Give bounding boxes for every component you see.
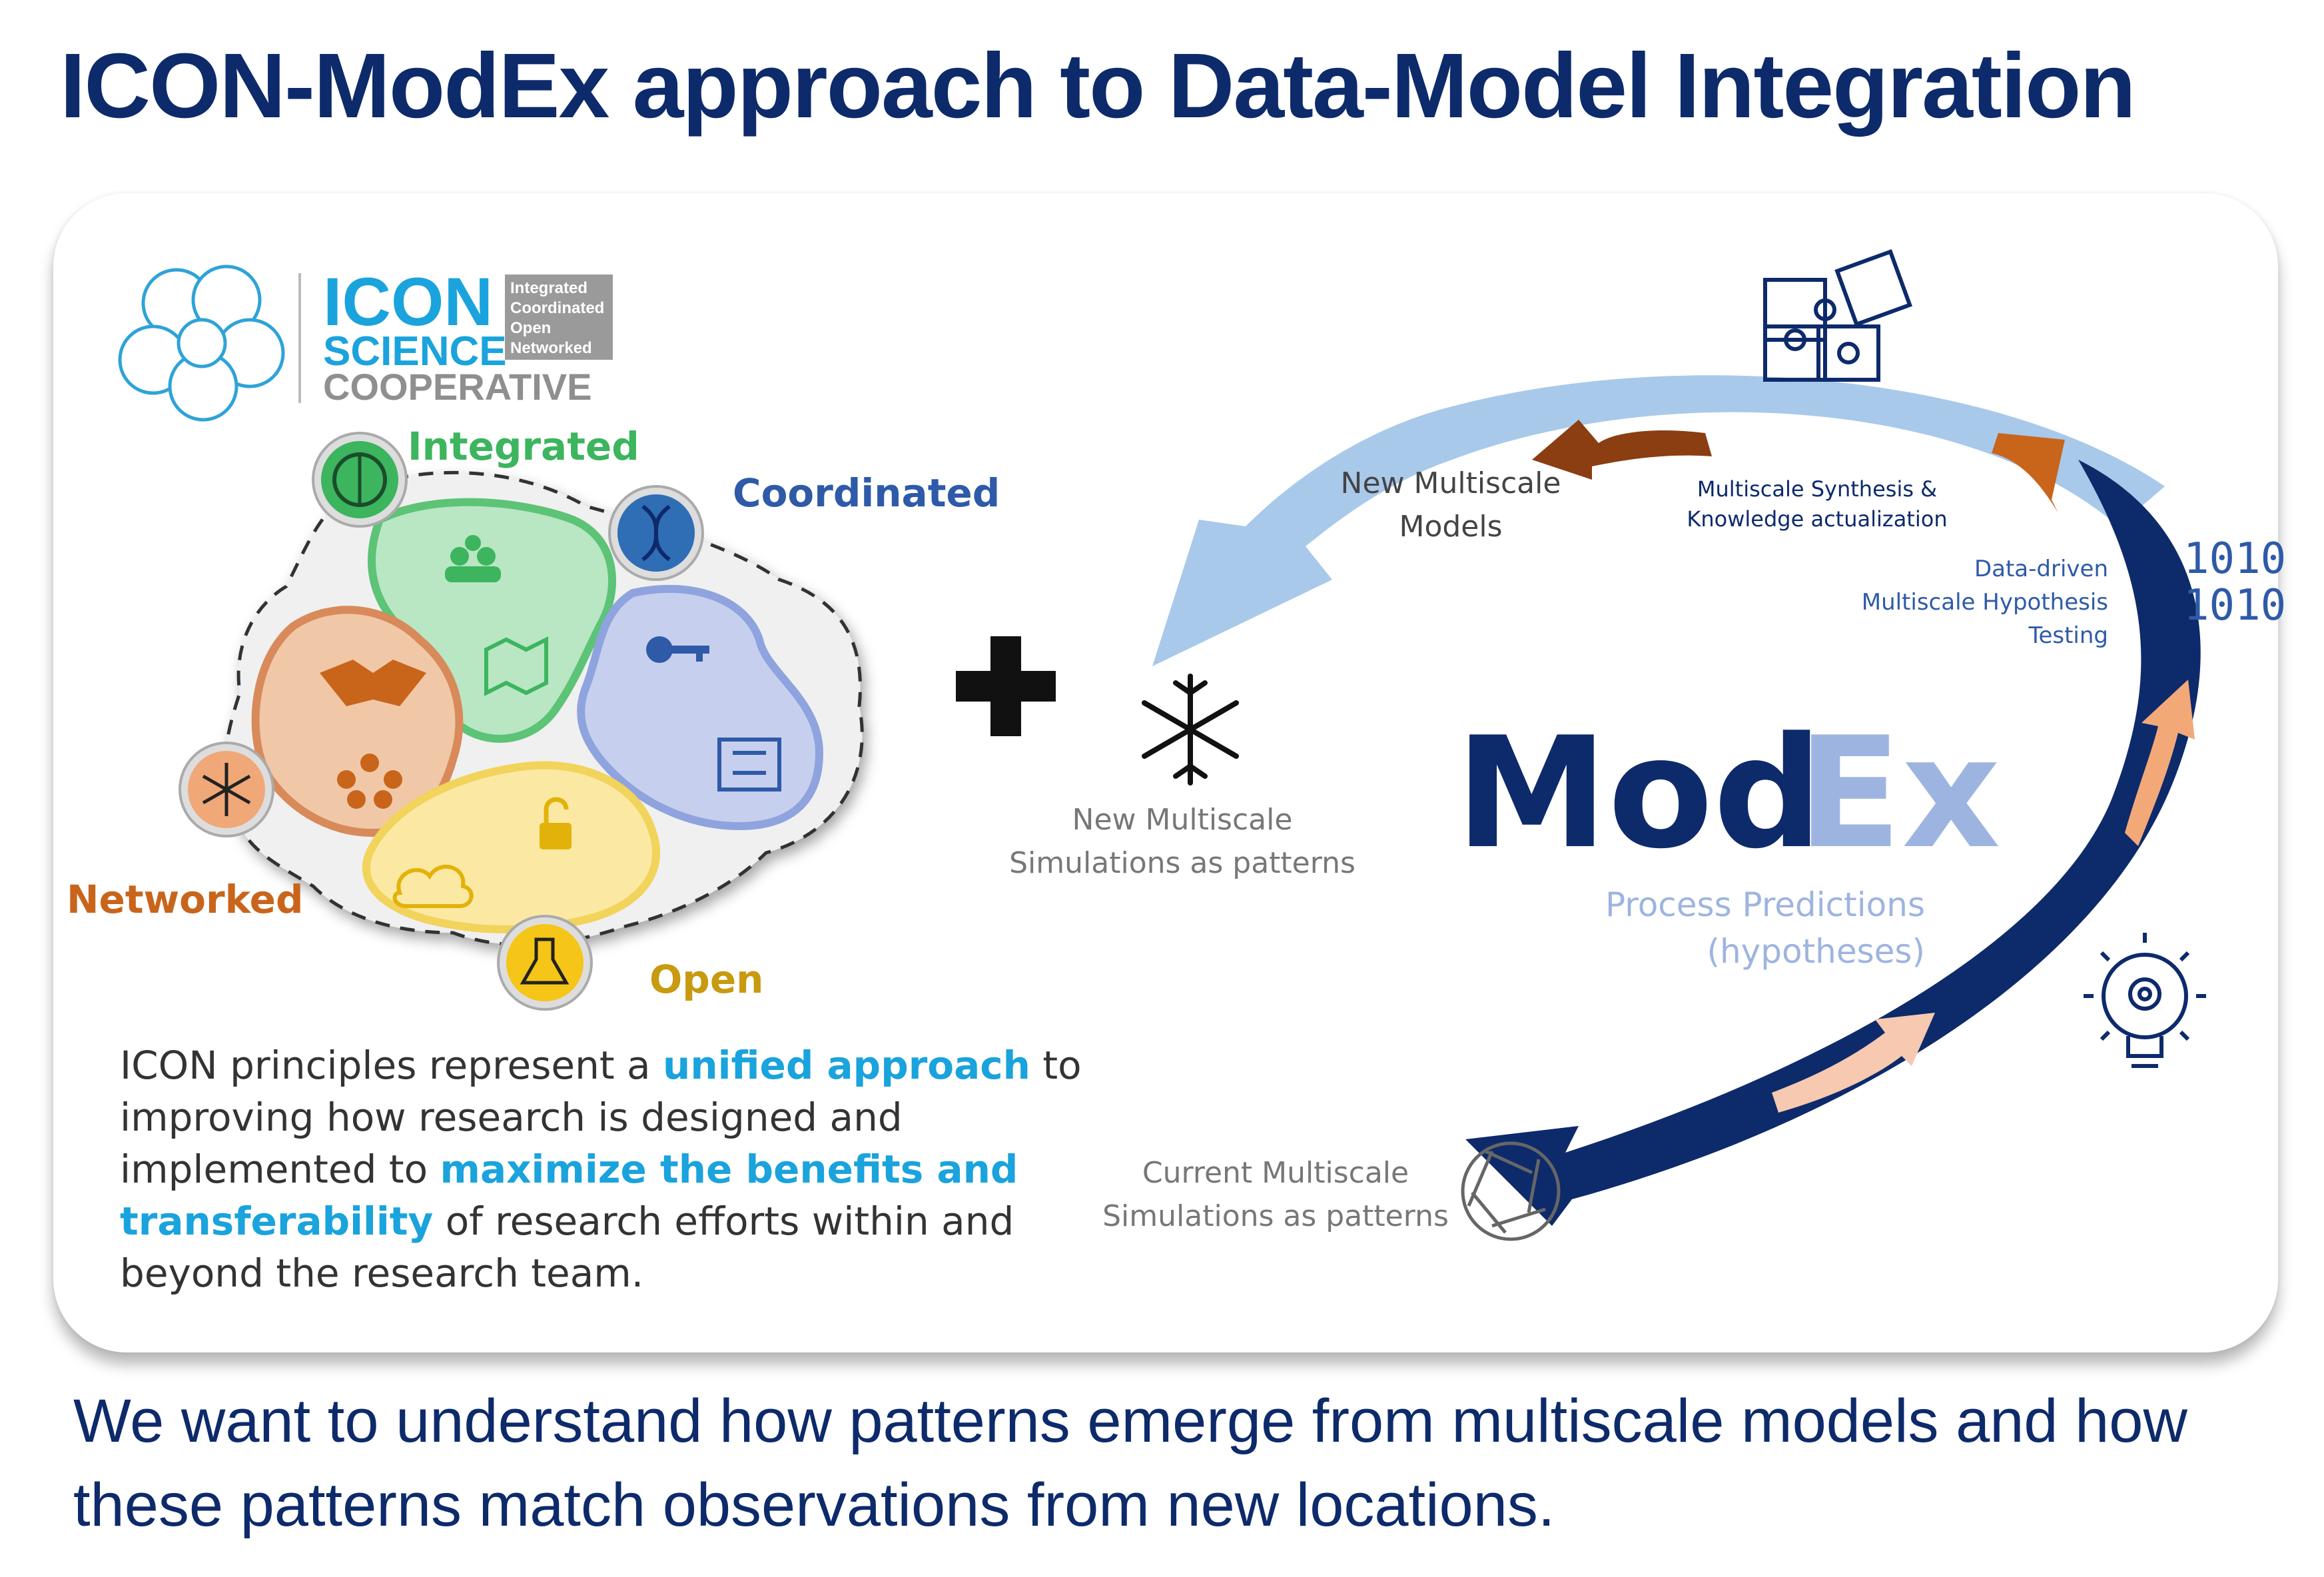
- snowflake-icon: [1142, 674, 1239, 786]
- coordinated-badge: [608, 485, 704, 581]
- logo-acronym-box: [505, 274, 613, 360]
- key-icon: [646, 636, 709, 663]
- svg-text:Integrated: Integrated: [510, 279, 587, 297]
- svg-text:Current Multiscale: Current Multiscale: [1142, 1156, 1409, 1190]
- team-icon: [445, 535, 501, 582]
- brown-arrow: [1532, 420, 1712, 480]
- current-simulations-label: Current Multiscale Simulations as patter…: [1102, 1156, 1449, 1233]
- new-simulations-label: New Multiscale Simulations as patterns: [1009, 803, 1356, 880]
- networked-label: Networked: [67, 877, 304, 922]
- open-label: Open: [649, 957, 763, 1002]
- data-driven-label: Data-driven Multiscale Hypothesis Testin…: [1862, 556, 2108, 649]
- svg-text:Testing: Testing: [2028, 622, 2108, 649]
- svg-text:Multiscale Hypothesis: Multiscale Hypothesis: [1862, 589, 2108, 616]
- puzzle-icon: [1763, 249, 1912, 382]
- predictions-label: Process Predictions (hypotheses): [1605, 885, 1925, 971]
- dna-strand-icon: [641, 504, 671, 562]
- svg-text:Data-driven: Data-driven: [1974, 556, 2108, 582]
- map-icon: [484, 636, 548, 696]
- logo-icon-text: ICON: [323, 264, 493, 340]
- svg-text:Multiscale Synthesis &: Multiscale Synthesis &: [1697, 476, 1937, 502]
- svg-text:Simulations as patterns: Simulations as patterns: [1009, 846, 1356, 880]
- description-part1: ICON principles represent a: [120, 1043, 663, 1088]
- handshake-icon: [320, 660, 426, 706]
- integrated-label: Integrated: [408, 424, 639, 469]
- integrated-badge: [312, 432, 408, 528]
- footer-statement: We want to understand how patterns emerg…: [73, 1387, 2187, 1539]
- svg-text:1010: 1010: [2183, 534, 2286, 584]
- beaker-icon: [520, 937, 570, 985]
- open-badge: [497, 915, 593, 1011]
- svg-text:New Multiscale: New Multiscale: [1341, 466, 1561, 500]
- description-part2: to improving how research is designed an…: [120, 1043, 1082, 1192]
- description-part3: of research efforts within and beyond th…: [120, 1199, 1014, 1296]
- orange-arrow-right: [2125, 680, 2195, 846]
- cloud-sync-icon: [392, 864, 474, 908]
- svg-text:(hypotheses): (hypotheses): [1707, 932, 1925, 971]
- aperture-icon: [1461, 1141, 1561, 1241]
- plus-icon: [956, 636, 1056, 736]
- logo-cooperative-text: COOPERATIVE: [323, 366, 591, 408]
- svg-text:Networked: Networked: [510, 339, 592, 357]
- blueprint-icon: [717, 738, 781, 791]
- modex-wordmark-accent: Ex: [1797, 705, 2000, 883]
- unlock-icon: [540, 797, 572, 849]
- orange-arrow-top: [1992, 433, 2065, 513]
- peach-arrow-bottom: [1772, 1013, 1935, 1113]
- coordinated-piece: [577, 584, 824, 831]
- svg-text:Knowledge actualization: Knowledge actualization: [1687, 506, 1947, 532]
- binary-icon: 1010 1010: [2183, 534, 2286, 630]
- coordinated-label: Coordinated: [733, 470, 1000, 516]
- new-models-arrow: [1152, 375, 2165, 666]
- logo-acronym: Integrated Coordinated Open Networked: [510, 279, 604, 357]
- svg-text:Process Predictions: Process Predictions: [1605, 885, 1925, 924]
- lightbulb-gear-icon: [2084, 933, 2206, 1068]
- snowflake-small-icon: [202, 763, 251, 816]
- synthesis-label: Multiscale Synthesis & Knowledge actuali…: [1687, 476, 1947, 532]
- logo-science-text: SCIENCE: [323, 328, 507, 374]
- svg-text:New Multiscale: New Multiscale: [1072, 803, 1293, 837]
- logo-circles: [118, 264, 285, 422]
- hands-circle-icon: [337, 754, 402, 809]
- svg-text:Open: Open: [510, 319, 551, 337]
- svg-text:1010: 1010: [2183, 581, 2286, 630]
- networked-badge: [179, 742, 274, 837]
- description-text: ICON principles represent a unified appr…: [120, 1039, 1086, 1299]
- svg-text:Models: Models: [1399, 510, 1502, 544]
- svg-text:Coordinated: Coordinated: [510, 299, 604, 317]
- modex-wordmark-main: Mod: [1455, 705, 1823, 883]
- open-piece: [362, 761, 660, 933]
- svg-text:Simulations as patterns: Simulations as patterns: [1102, 1199, 1449, 1233]
- description-highlight-unified: unified approach: [663, 1043, 1030, 1088]
- page-title: ICON-ModEx approach to Data-Model Integr…: [60, 35, 2136, 137]
- description-highlight-maximize: maximize the benefits and transferabilit…: [120, 1147, 1018, 1244]
- new-models-label: New Multiscale Models: [1341, 466, 1561, 544]
